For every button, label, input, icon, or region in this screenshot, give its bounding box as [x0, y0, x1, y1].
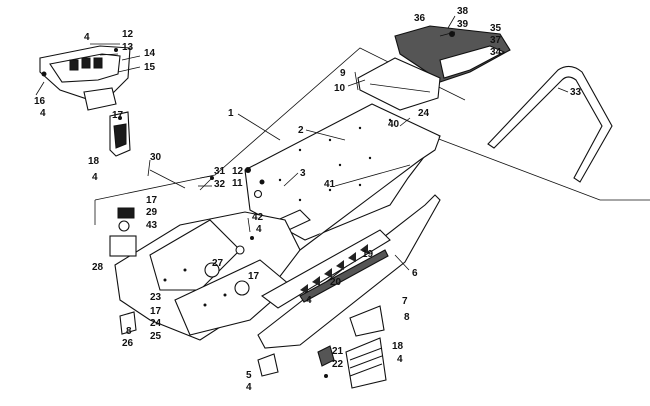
callout-40: 40	[388, 119, 400, 130]
callout-2: 2	[298, 125, 304, 136]
callout-33: 33	[570, 87, 582, 98]
callout-25: 25	[150, 331, 162, 342]
right-footrest-bracket	[345, 305, 387, 389]
callout-4: 4	[397, 354, 403, 365]
callout-37: 37	[490, 35, 502, 46]
chassis-part	[114, 211, 301, 341]
callout-5: 5	[246, 370, 252, 381]
callout-39: 39	[457, 19, 469, 30]
callout-38: 38	[457, 6, 469, 17]
callout-34: 34	[490, 47, 502, 58]
callout-12: 12	[122, 29, 134, 40]
callout-23: 23	[150, 292, 162, 303]
rear-bumper-loop	[487, 65, 613, 183]
callout-18: 18	[392, 341, 404, 352]
callout-36: 36	[414, 13, 426, 24]
front-bumper-part	[39, 45, 131, 111]
callout-9: 9	[340, 68, 346, 79]
callout-16: 16	[34, 96, 46, 107]
callout-4: 4	[84, 32, 90, 43]
callout-32: 32	[214, 179, 226, 190]
callouts: 1 2 3 4 4 4 4 4 4 4 5 6 7 8 8 9 10 11 12…	[34, 6, 582, 393]
callout-27: 27	[212, 258, 224, 269]
callout-20: 20	[330, 277, 342, 288]
callout-26: 26	[122, 338, 134, 349]
callout-4: 4	[92, 172, 98, 183]
callout-42: 42	[252, 212, 264, 223]
rear-cover-part	[394, 25, 511, 83]
callout-1: 1	[228, 108, 234, 119]
running-board-part	[257, 194, 441, 349]
callout-15: 15	[144, 62, 156, 73]
callout-4: 4	[256, 224, 262, 235]
callout-19: 19	[362, 249, 374, 260]
callout-41: 41	[324, 179, 336, 190]
callout-4: 4	[246, 382, 252, 393]
callout-22: 22	[332, 359, 344, 370]
callout-29: 29	[146, 207, 158, 218]
callout-17: 17	[150, 306, 162, 317]
callout-14: 14	[144, 48, 156, 59]
callout-7: 7	[402, 296, 408, 307]
callout-35: 35	[490, 23, 502, 34]
callout-3: 3	[300, 168, 306, 179]
callout-17: 17	[112, 110, 124, 121]
callout-28: 28	[92, 262, 104, 273]
callout-12: 12	[232, 166, 244, 177]
callout-8: 8	[404, 312, 410, 323]
callout-18: 18	[88, 156, 100, 167]
callout-30: 30	[150, 152, 162, 163]
callout-17: 17	[248, 271, 260, 282]
callout-13: 13	[122, 42, 134, 53]
leader-lines	[35, 15, 569, 271]
callout-8: 8	[126, 326, 132, 337]
callout-4: 4	[40, 108, 46, 119]
callout-24: 24	[418, 108, 430, 119]
callout-31: 31	[214, 166, 226, 177]
hardware-parts	[109, 167, 335, 378]
callout-24: 24	[150, 318, 162, 329]
callout-17: 17	[146, 195, 158, 206]
callout-21: 21	[332, 346, 344, 357]
front-lower-bracket	[109, 111, 131, 157]
callout-11: 11	[232, 178, 243, 189]
rear-plate-part	[357, 57, 441, 111]
callout-43: 43	[146, 220, 158, 231]
callout-10: 10	[334, 83, 346, 94]
callout-4: 4	[306, 295, 312, 306]
callout-6: 6	[412, 268, 418, 279]
